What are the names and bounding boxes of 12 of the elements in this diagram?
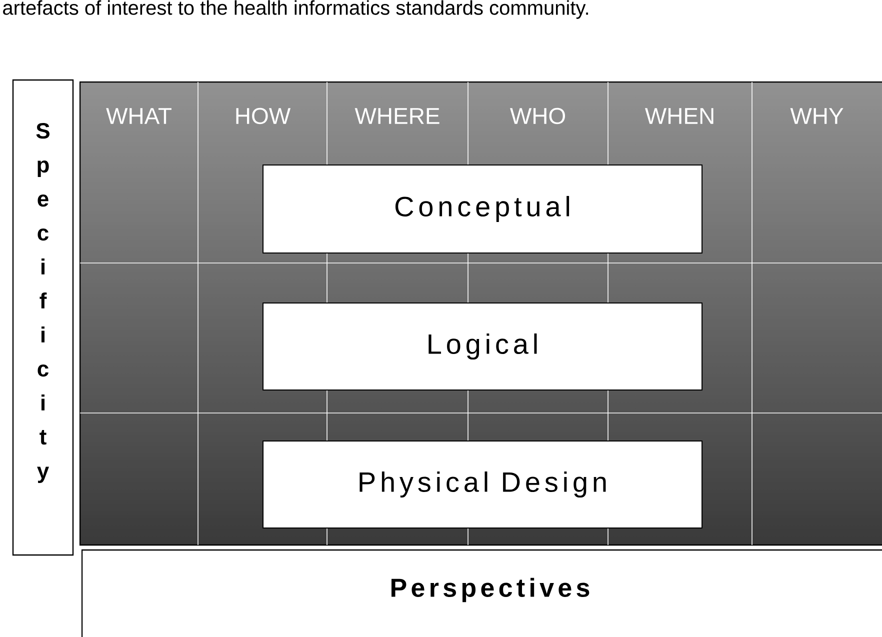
column-header: HOW	[236, 108, 291, 124]
vertical-label-box: Specificity	[12, 79, 74, 556]
layer-box: Conceptual	[262, 164, 702, 254]
layer-box: Physical Design	[262, 440, 702, 528]
caption-text: artefacts of interest to the health informatics standards community.	[3, 0, 588, 19]
column-header: WHY	[790, 108, 844, 124]
perspectives-box: Perspectives	[81, 549, 882, 637]
column-header: WHERE	[354, 108, 440, 124]
layer-box: Logical	[262, 302, 702, 390]
column-header: WHO	[510, 108, 566, 124]
column-header: WHAT	[106, 108, 172, 124]
column-header: WHEN	[644, 108, 714, 124]
